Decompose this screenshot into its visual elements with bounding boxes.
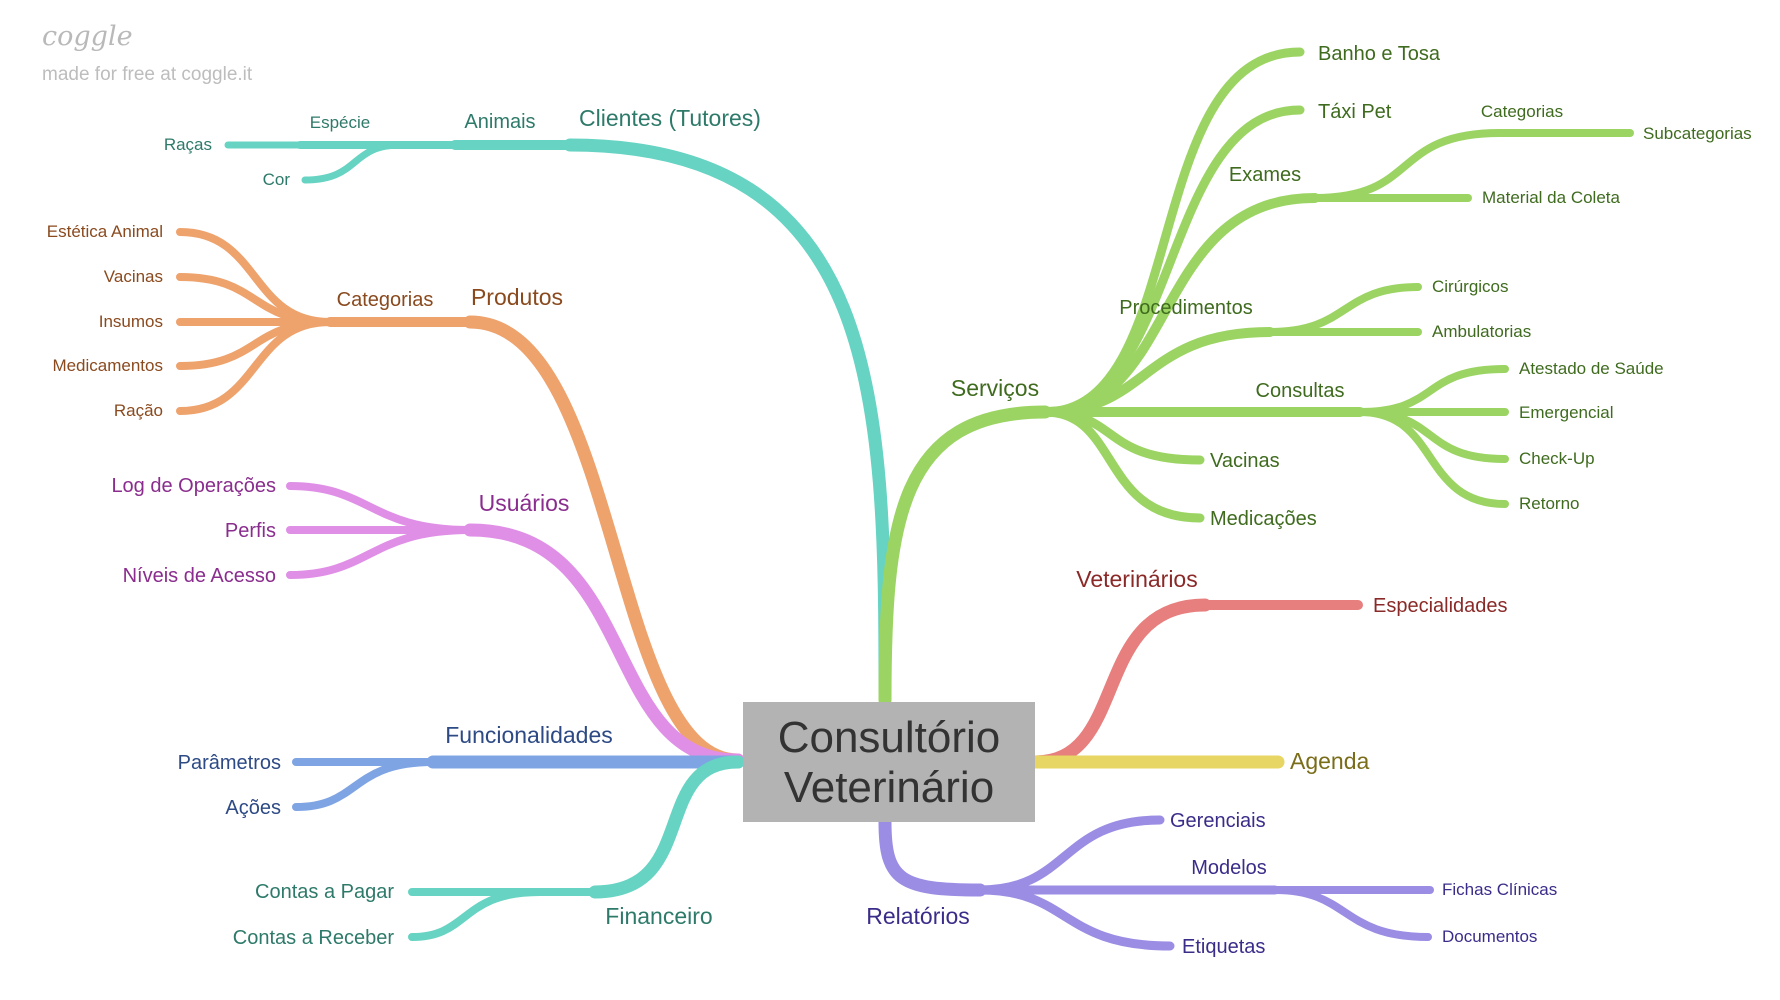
node-consultas[interactable]: Consultas: [1256, 380, 1345, 402]
node-acoes[interactable]: Ações: [225, 797, 281, 819]
node-servicos[interactable]: Serviços: [951, 375, 1039, 401]
edge-servicos[interactable]: [878, 405, 1052, 707]
node-modelos[interactable]: Modelos: [1191, 857, 1267, 879]
node-vacinas-serv[interactable]: Vacinas: [1210, 450, 1280, 472]
node-racas[interactable]: Raças: [164, 135, 212, 154]
central-node-line1: Consultório: [778, 713, 1001, 762]
node-etiquetas[interactable]: Etiquetas: [1182, 936, 1265, 958]
node-insumos[interactable]: Insumos: [99, 312, 163, 331]
node-especialidades[interactable]: Especialidades: [1373, 595, 1508, 617]
edge-acoes[interactable]: [292, 758, 437, 811]
node-agenda[interactable]: Agenda: [1290, 748, 1370, 774]
edge-racao[interactable]: [176, 318, 334, 415]
edge-clientes[interactable]: [563, 138, 892, 697]
edge-gerenciais[interactable]: [975, 815, 1165, 895]
node-contas-pagar[interactable]: Contas a Pagar: [255, 881, 394, 903]
node-cirurgicos[interactable]: Cirúrgicos: [1432, 277, 1509, 296]
edge-cor[interactable]: [301, 141, 404, 184]
central-node-box[interactable]: [743, 702, 1035, 822]
branch-usuarios: [286, 482, 745, 767]
edge-checkup[interactable]: [1356, 408, 1509, 463]
central-node-line2: Veterinário: [784, 763, 994, 812]
node-contas-receber[interactable]: Contas a Receber: [233, 927, 395, 949]
node-veterinarios[interactable]: Veterinários: [1076, 566, 1197, 592]
edge-atestado[interactable]: [1356, 365, 1509, 416]
coggle-watermark: coggle made for free at coggle.it: [42, 21, 253, 85]
node-produtos-categorias[interactable]: Categorias: [337, 289, 434, 311]
node-relatorios[interactable]: Relatórios: [866, 903, 970, 929]
node-medicacoes[interactable]: Medicações: [1210, 508, 1317, 530]
node-financeiro[interactable]: Financeiro: [605, 903, 712, 929]
node-procedimentos[interactable]: Procedimentos: [1119, 297, 1252, 319]
branch-veterinarios: [1028, 598, 1363, 769]
branch-relatorios: [878, 815, 1434, 951]
node-log[interactable]: Log de Operações: [111, 475, 276, 497]
node-niveis[interactable]: Níveis de Acesso: [123, 565, 276, 587]
node-subcategorias[interactable]: Subcategorias: [1643, 124, 1752, 143]
node-taxi[interactable]: Táxi Pet: [1318, 101, 1392, 123]
edge-documentos[interactable]: [1271, 886, 1432, 941]
node-checkup[interactable]: Check-Up: [1519, 449, 1595, 468]
edge-contas-receber[interactable]: [408, 888, 544, 941]
branch-financeiro: [408, 755, 745, 941]
node-banho[interactable]: Banho e Tosa: [1318, 43, 1441, 65]
node-vacinas-prod[interactable]: Vacinas: [104, 267, 163, 286]
node-retorno[interactable]: Retorno: [1519, 494, 1579, 513]
node-fichas[interactable]: Fichas Clínicas: [1442, 880, 1557, 899]
node-perfis[interactable]: Perfis: [225, 520, 276, 542]
node-cor[interactable]: Cor: [263, 170, 291, 189]
node-clientes[interactable]: Clientes (Tutores): [579, 105, 761, 131]
node-animais[interactable]: Animais: [464, 111, 535, 133]
node-ambulatorias[interactable]: Ambulatorias: [1432, 322, 1531, 341]
edge-financeiro[interactable]: [588, 755, 745, 899]
edge-taxi[interactable]: [1040, 105, 1305, 417]
edge-cirurgicos[interactable]: [1266, 283, 1422, 336]
node-exames[interactable]: Exames: [1229, 164, 1301, 186]
edge-retorno[interactable]: [1356, 408, 1509, 508]
node-parametros[interactable]: Parâmetros: [178, 752, 281, 774]
watermark-tagline: made for free at coggle.it: [42, 64, 253, 85]
node-especie[interactable]: Espécie: [310, 113, 370, 132]
edge-relatorios[interactable]: [878, 815, 987, 897]
branch-clientes: [224, 138, 892, 697]
node-funcionalidades[interactable]: Funcionalidades: [445, 722, 613, 748]
branch-produtos: [176, 228, 745, 767]
node-usuarios[interactable]: Usuários: [479, 490, 570, 516]
edge-log[interactable]: [286, 482, 474, 534]
central-node[interactable]: Consultório Veterinário: [743, 702, 1035, 822]
edge-etiquetas[interactable]: [975, 885, 1175, 951]
node-gerenciais[interactable]: Gerenciais: [1170, 810, 1266, 832]
node-documentos[interactable]: Documentos: [1442, 927, 1537, 946]
edge-veterinarios[interactable]: [1028, 598, 1212, 769]
coggle-logo: coggle: [42, 21, 133, 52]
branch-servicos: [878, 47, 1634, 707]
node-medicamentos[interactable]: Medicamentos: [52, 356, 163, 375]
edge-produtos[interactable]: [463, 315, 745, 767]
edge-medicacoes[interactable]: [1040, 407, 1205, 523]
node-exames-categorias[interactable]: Categorias: [1481, 102, 1563, 121]
node-produtos[interactable]: Produtos: [471, 284, 563, 310]
node-emergencial[interactable]: Emergencial: [1519, 403, 1614, 422]
branch-funcionalidades: [292, 755, 745, 811]
edge-usuarios[interactable]: [463, 523, 745, 767]
node-estetica[interactable]: Estética Animal: [47, 222, 163, 241]
edge-niveis[interactable]: [286, 526, 474, 579]
node-atestado[interactable]: Atestado de Saúde: [1519, 359, 1664, 378]
node-material[interactable]: Material da Coleta: [1482, 188, 1621, 207]
node-racao[interactable]: Ração: [114, 401, 163, 420]
